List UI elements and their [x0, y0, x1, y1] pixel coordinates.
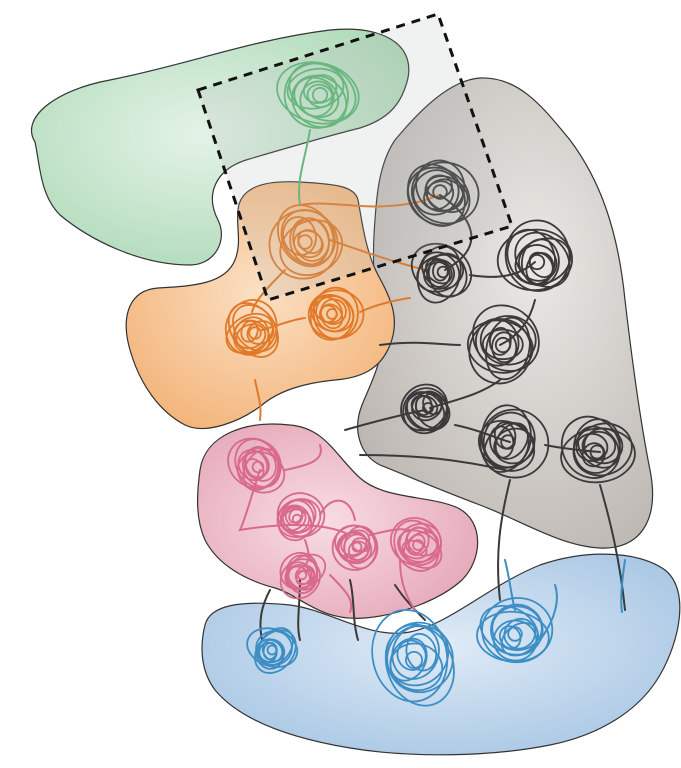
- chromatin-diagram: [0, 0, 681, 768]
- diagram-canvas: [0, 0, 681, 768]
